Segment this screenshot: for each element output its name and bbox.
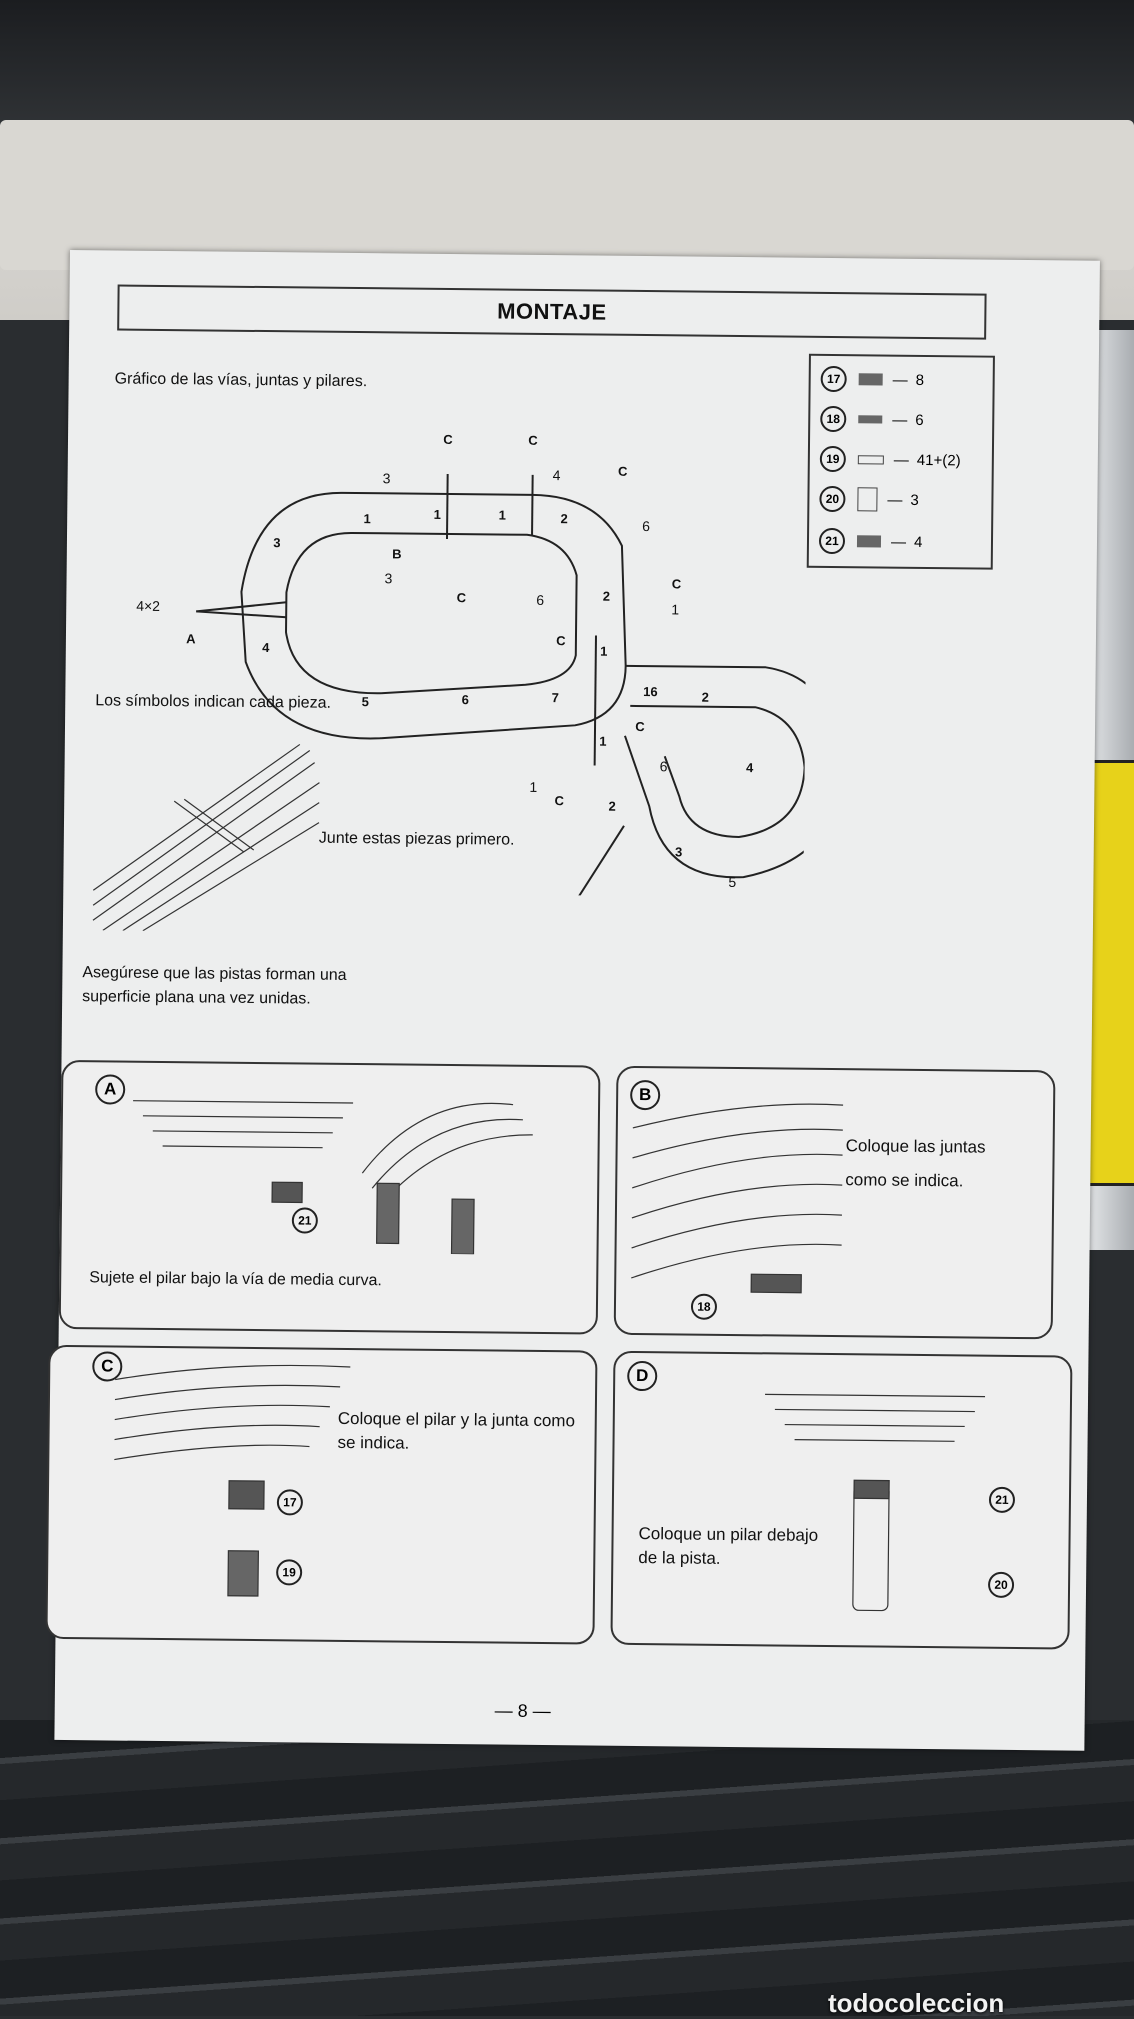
- panel-d-caption-line-1: Coloque un pilar debajo: [638, 1524, 819, 1545]
- stack-count-label: 1: [529, 779, 537, 795]
- panel-a: A 21 Sujete el pilar bajo la vía de medi…: [58, 1059, 601, 1335]
- flat-note-line-1: Asegúrese que las pistas forman una: [82, 964, 347, 984]
- watermark: todocoleccion: [828, 1988, 1005, 2018]
- tall-pillar-illustration: [765, 1393, 986, 1612]
- panel-c-caption-line-1: Coloque el pilar y la junta como: [337, 1408, 576, 1431]
- pillar-type-label: C: [635, 719, 645, 734]
- stack-count-label: 6: [660, 758, 668, 774]
- stack-count-label: 5: [728, 874, 736, 890]
- stack-count-label: 4×2: [136, 598, 160, 614]
- pillar-type-label: C: [672, 576, 682, 591]
- joint-placement-illustration: [631, 1103, 844, 1294]
- track-piece-label: 1: [364, 511, 371, 526]
- part-quantity: 8: [915, 371, 925, 389]
- loop-track-inner: [630, 704, 806, 839]
- pillar-type-label: C: [528, 433, 538, 448]
- track-piece-label: 1: [499, 508, 506, 523]
- track-join-illustration: [92, 743, 320, 932]
- styrofoam-insert: [0, 120, 1134, 270]
- pillar-type-label: B: [392, 546, 402, 561]
- tall-pillar-icon: [857, 487, 878, 512]
- panel-a-caption: Sujete el pilar bajo la vía de media cur…: [89, 1269, 382, 1290]
- track-piece-label: 2: [702, 690, 709, 705]
- pillar-cap-icon: [856, 535, 882, 548]
- oval-track-outer: [240, 491, 627, 740]
- part-number: 19: [276, 1559, 303, 1586]
- panel-b-caption-line-2: como se indica.: [845, 1170, 964, 1191]
- part-number: 20: [987, 1571, 1015, 1598]
- panel-d-caption-line-2: de la pista.: [638, 1548, 721, 1568]
- pillar-top-icon: [858, 373, 883, 386]
- panel-d: D 21 20 Coloque un pilar debajo de la pi…: [610, 1350, 1073, 1650]
- stack-count-label: 4: [553, 467, 561, 483]
- stack-count-label: 6: [642, 518, 650, 534]
- join-note: Junte estas piezas primero.: [318, 829, 515, 849]
- legend-row: 20 —3: [819, 484, 989, 516]
- pillar-joint-illustration: [114, 1364, 351, 1597]
- stack-count-label: 3: [383, 470, 391, 486]
- part-number: 18: [690, 1293, 718, 1320]
- part-number: 18: [820, 405, 847, 433]
- panel-b-caption-line-1: Coloque las juntas: [845, 1136, 986, 1157]
- track-piece-label: 6: [462, 692, 469, 707]
- track-pieces-background: [0, 1720, 1134, 2016]
- pillar-block-icon: [857, 454, 884, 465]
- part-number: 19: [819, 445, 846, 473]
- part-quantity: 4: [913, 533, 923, 551]
- legend-row: 19 —41+(2): [819, 444, 990, 476]
- part-quantity: 41+(2): [916, 451, 961, 469]
- loop-track-outer: [623, 664, 810, 879]
- track-piece-label: 4: [262, 640, 270, 655]
- legend-row: 18 —6: [820, 404, 990, 436]
- page-title: MONTAJE: [497, 298, 607, 325]
- track-piece-label: 1: [600, 644, 607, 659]
- legend-row: 17 —8: [820, 364, 991, 396]
- manual-page: MONTAJE Gráfico de las vías, juntas y pi…: [45, 250, 1100, 1751]
- track-layout-diagram: 1 1 1 2 3 4 5 6 7 2 1 1 2 16 2 4 3 C C C…: [136, 432, 810, 898]
- part-quantity: 3: [910, 491, 919, 509]
- part-number: 17: [276, 1489, 304, 1516]
- panel-letter: A: [95, 1074, 126, 1105]
- half-curve-illustration: [133, 1100, 533, 1255]
- track-piece-label: 2: [609, 799, 616, 814]
- track-piece-label: 4: [746, 760, 754, 775]
- part-number: 21: [291, 1207, 318, 1234]
- part-number: 20: [819, 485, 846, 513]
- track-piece-label: 5: [362, 694, 369, 709]
- legend-row: 21 —4: [818, 526, 989, 558]
- track-piece-label: 16: [643, 684, 658, 699]
- stack-count-label: 6: [536, 592, 544, 608]
- pillar-type-label: C: [618, 464, 628, 479]
- track-piece-label: 1: [434, 507, 441, 522]
- page-number: — 8 —: [494, 1700, 551, 1722]
- symbols-note: Los símbolos indican cada pieza.: [95, 692, 332, 712]
- panel-c-caption-line-2: se indica.: [337, 1432, 410, 1453]
- pillar-type-label: C: [443, 432, 453, 447]
- panel-c: C 17 19 Coloque el pilar y la junta como…: [45, 1344, 598, 1645]
- stack-count-label: 3: [384, 570, 392, 586]
- track-piece-label: 2: [561, 511, 568, 526]
- track-piece-label: 3: [273, 535, 280, 550]
- pillar-type-label: A: [186, 631, 196, 646]
- stack-count-label: 1: [671, 601, 679, 617]
- part-quantity: 6: [915, 411, 924, 429]
- pillar-type-label: C: [457, 590, 467, 605]
- pillar-type-label: C: [556, 633, 566, 648]
- flat-note-line-2: superficie plana una vez unidas.: [82, 988, 311, 1008]
- part-number: 21: [988, 1486, 1016, 1513]
- track-piece-label: 3: [675, 844, 682, 859]
- panel-letter: D: [627, 1360, 658, 1392]
- track-piece-label: 7: [552, 690, 559, 705]
- panel-b: B 18 Coloque las juntas como se indica.: [613, 1065, 1056, 1340]
- oval-track-inner: [285, 531, 578, 695]
- track-piece-label: 2: [603, 589, 610, 604]
- part-number: 17: [820, 365, 847, 393]
- part-number: 21: [818, 527, 846, 555]
- parts-legend: 17 —8 18 —6 19 —41+(2) 20 —3 21 —4: [806, 353, 995, 570]
- track-piece-label: 1: [599, 734, 606, 749]
- pillar-type-label: C: [554, 793, 564, 808]
- joint-icon: [858, 415, 883, 424]
